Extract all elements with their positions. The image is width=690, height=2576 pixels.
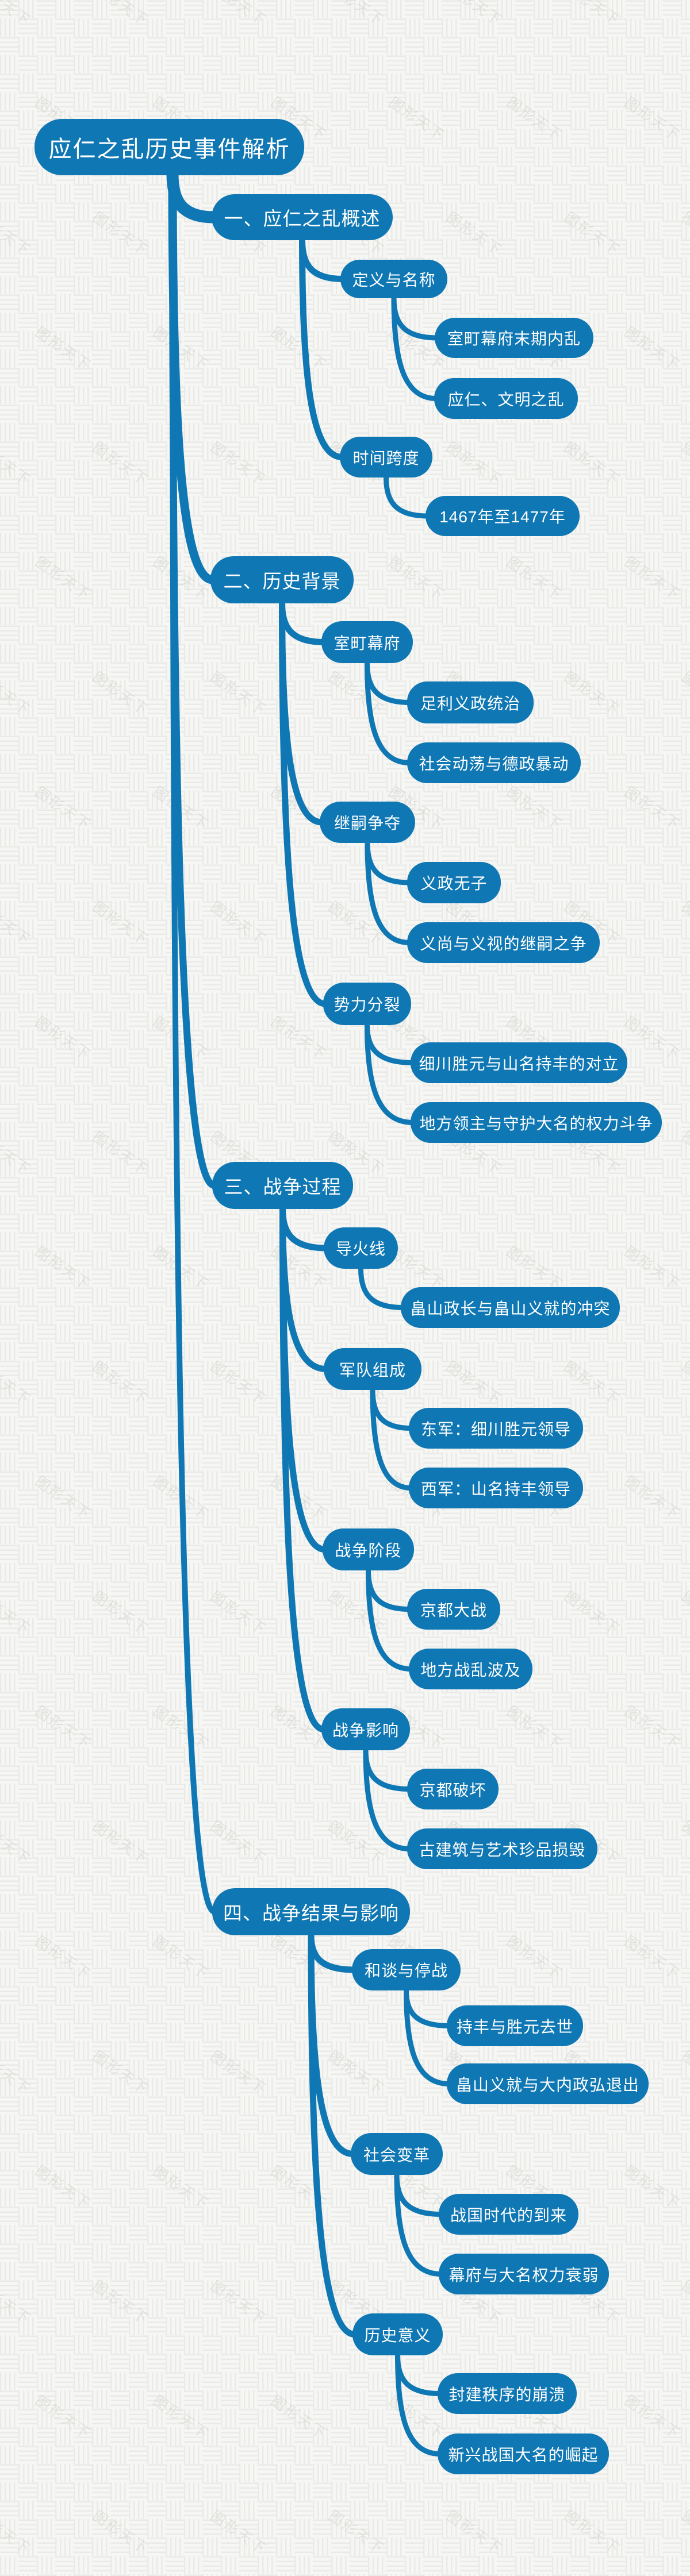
- link-c4a-d4a2: [404, 1988, 452, 2086]
- node-d4b1[interactable]: 战国时代的到来: [439, 2194, 578, 2235]
- node-d2a1[interactable]: 足利义政统治: [407, 681, 534, 723]
- node-d3a1[interactable]: 畠山政长与畠山义就的冲突: [401, 1287, 620, 1328]
- node-d2b1[interactable]: 义政无子: [407, 862, 501, 903]
- node-d1a1[interactable]: 室町幕府末期内乱: [435, 318, 593, 358]
- link-c2c-d2c2: [365, 1022, 416, 1125]
- node-d2c2[interactable]: 地方领主与守护大名的权力斗争: [411, 1102, 662, 1143]
- link-c1b-d1b1: [384, 475, 431, 519]
- node-c3a[interactable]: 导火线: [324, 1227, 398, 1269]
- node-d2c1[interactable]: 细川胜元与山名持丰的对立: [411, 1042, 627, 1083]
- node-d3d1[interactable]: 京都破坏: [407, 1769, 499, 1809]
- link-root-b4: [170, 171, 217, 1915]
- node-b4[interactable]: 四、战争结果与影响: [212, 1888, 410, 1935]
- link-c3a-d3a1: [358, 1266, 406, 1310]
- node-d1b1[interactable]: 1467年至1477年: [425, 496, 580, 536]
- link-c4c-d4c2: [395, 2352, 443, 2456]
- node-d3b1[interactable]: 东军：细川胜元领导: [409, 1408, 583, 1449]
- node-b1[interactable]: 一、应仁之乱概述: [212, 194, 393, 240]
- node-d3b2[interactable]: 西军：山名持丰领导: [409, 1468, 583, 1508]
- node-c4b[interactable]: 社会变革: [351, 2133, 443, 2175]
- node-c3d[interactable]: 战争影响: [321, 1708, 410, 1750]
- link-c3c-d3c2: [366, 1568, 414, 1672]
- node-c2c[interactable]: 势力分裂: [323, 983, 411, 1025]
- node-d4c2[interactable]: 新兴战国大名的崛起: [438, 2433, 609, 2474]
- node-c1b[interactable]: 时间跨度: [340, 437, 432, 478]
- node-d4c1[interactable]: 封建秩序的崩溃: [438, 2373, 577, 2414]
- node-d4a1[interactable]: 持丰与胜元去世: [447, 2005, 583, 2046]
- node-d4a2[interactable]: 畠山义就与大内政弘退出: [447, 2063, 649, 2104]
- node-d3c2[interactable]: 地方战乱波及: [409, 1649, 532, 1689]
- link-c3d-d3d2: [363, 1747, 412, 1851]
- node-d3d2[interactable]: 古建筑与艺术珍品损毁: [407, 1828, 597, 1869]
- node-c2b[interactable]: 继嗣争夺: [320, 802, 415, 843]
- link-c2a-d2a2: [365, 660, 412, 765]
- node-d2a2[interactable]: 社会动荡与德政暴动: [407, 742, 581, 783]
- link-b2-c2c: [279, 600, 329, 1007]
- link-b4-c4c: [308, 1932, 358, 2338]
- link-c1a-d1a2: [391, 295, 439, 401]
- node-d3c1[interactable]: 京都大战: [407, 1589, 500, 1630]
- node-b3[interactable]: 三、战争过程: [212, 1162, 353, 1209]
- link-b1-c1b: [299, 237, 346, 460]
- node-c3c[interactable]: 战争阶段: [323, 1528, 414, 1570]
- node-b2[interactable]: 二、历史背景: [210, 556, 354, 603]
- link-c3b-d3b2: [370, 1387, 414, 1491]
- node-c2a[interactable]: 室町幕府: [321, 621, 413, 663]
- link-c4b-d4b2: [394, 2172, 444, 2277]
- node-d4b2[interactable]: 幕府与大名权力衰弱: [439, 2254, 609, 2294]
- node-c1a[interactable]: 定义与名称: [340, 260, 447, 298]
- node-d1a2[interactable]: 应仁、文明之乱: [434, 378, 578, 419]
- node-c3b[interactable]: 军队组成: [324, 1348, 421, 1390]
- node-c4a[interactable]: 和谈与停战: [352, 1949, 461, 1990]
- node-d2b2[interactable]: 义尚与义视的继嗣之争: [407, 922, 600, 963]
- link-c2b-d2b2: [365, 840, 412, 945]
- link-b3-c3d: [279, 1206, 327, 1732]
- node-c4c[interactable]: 历史意义: [352, 2313, 443, 2355]
- node-root[interactable]: 应仁之乱历史事件解析: [34, 119, 304, 175]
